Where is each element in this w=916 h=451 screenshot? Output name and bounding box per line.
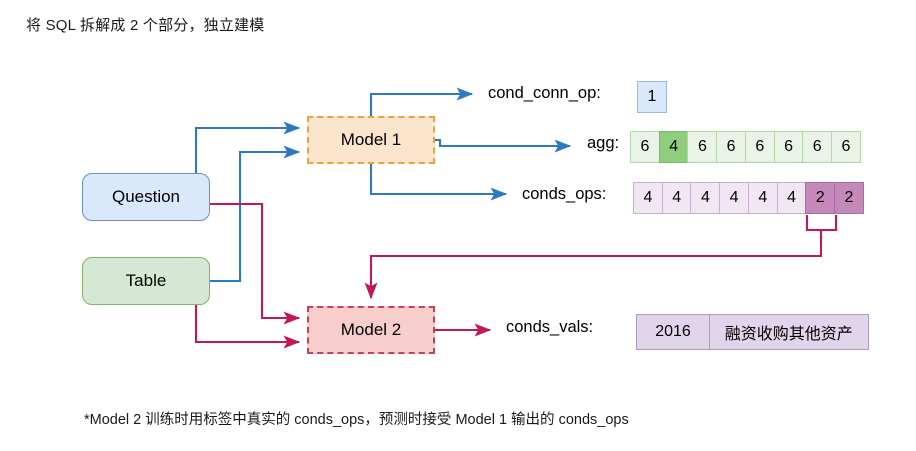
output-label-conds-ops: conds_ops: [522,185,607,203]
page-title: 将 SQL 拆解成 2 个部分，独立建模 [26,17,265,34]
cell-agg-5: 6 [773,131,804,163]
edge-model1-to-cond-conn-op [369,87,474,116]
cell-conds_ops-0: 4 [633,182,663,214]
cell-cond_conn_op-0: 1 [637,81,667,113]
node-model2[interactable]: Model 2 [307,306,435,354]
edge-model1-to-agg [435,138,572,153]
cell-conds_ops-1: 4 [661,182,692,214]
edge-question-to-model1 [194,121,301,173]
cell-conds_ops-3: 4 [719,182,750,214]
cell-conds_ops-4: 4 [747,182,778,214]
cell-agg-0: 6 [630,131,660,163]
node-question-label: Question [111,187,181,206]
node-table[interactable]: Table [82,257,210,305]
edge-table-to-model2 [194,305,301,349]
output-label-conds-vals: conds_vals: [506,318,594,336]
cell-conds_ops-7: 2 [833,182,864,214]
cell-agg-2: 6 [687,131,718,163]
edge-conds-ops-to-model2 [805,215,838,232]
node-question[interactable]: Question [82,173,210,221]
cell-agg-4: 6 [744,131,775,163]
node-table-label: Table [125,271,167,290]
cell-conds_ops-6: 2 [805,182,836,214]
node-model1-label: Model 1 [340,130,402,149]
cell-conds_ops-5: 4 [776,182,807,214]
edge-model1-to-conds-ops [369,164,508,201]
cell-conds_vals-1: 融资收购其他资产 [708,314,869,350]
edge-conds-ops-feedback [364,230,823,300]
node-model1[interactable]: Model 1 [307,116,435,164]
cell-conds_ops-2: 4 [690,182,721,214]
output-label-agg: agg: [587,134,620,152]
output-label-cond-conn-op: cond_conn_op: [488,84,601,102]
cell-agg-3: 6 [716,131,747,163]
edge-table-to-model1 [210,145,301,283]
cell-agg-1: 4 [658,131,689,163]
node-model2-label: Model 2 [340,320,402,339]
cell-agg-7: 6 [830,131,861,163]
cell-agg-6: 6 [802,131,833,163]
cell-conds_vals-0: 2016 [636,314,710,350]
output-cells-cond-conn-op: 1 [637,81,667,113]
footnote-text: *Model 2 训练时用标签中真实的 conds_ops，预测时接受 Mode… [84,412,629,428]
edge-question-to-model2 [210,202,301,325]
